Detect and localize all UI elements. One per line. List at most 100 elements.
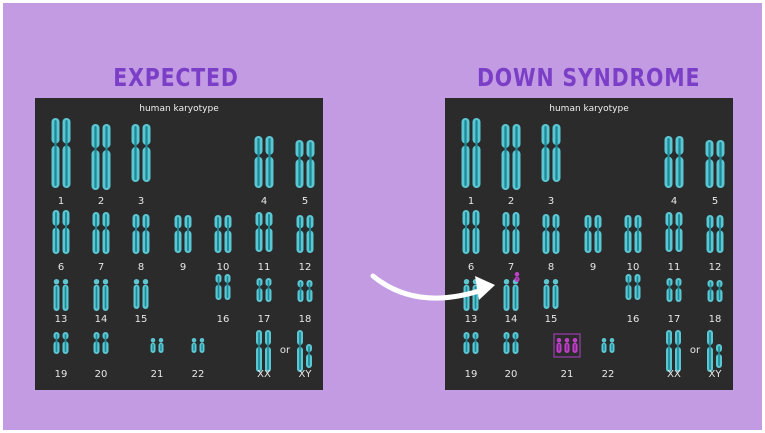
label-l9: 9 <box>180 262 186 273</box>
chromosome-10 <box>224 215 232 253</box>
label-l16: 16 <box>627 314 640 325</box>
chromosome-9 <box>184 215 192 253</box>
chromosome-4 <box>664 136 673 188</box>
label-l10: 10 <box>627 262 640 273</box>
chromosome-19 <box>463 332 470 354</box>
label-xy: XY <box>299 369 313 380</box>
label-l12: 12 <box>709 262 722 273</box>
label-l6: 6 <box>58 262 64 273</box>
label-l18: 18 <box>299 314 312 325</box>
label-l22: 22 <box>602 369 615 380</box>
chromosome-7 <box>92 212 100 254</box>
chromosome-21 <box>150 338 156 353</box>
chromosome-19 <box>53 332 60 354</box>
label-xy: XY <box>709 369 723 380</box>
label-l4: 4 <box>261 196 267 207</box>
chromosome-3 <box>142 124 151 182</box>
chromosome-1 <box>51 118 60 188</box>
chromosome-1 <box>472 118 481 188</box>
label-l17: 17 <box>668 314 681 325</box>
label-l17: 17 <box>258 314 271 325</box>
chromosome-y <box>716 344 722 368</box>
chromosome-9 <box>174 215 182 253</box>
chromosome-16 <box>625 274 632 300</box>
heading-expected: EXPECTED <box>113 63 239 92</box>
chromosome-14 <box>102 279 109 311</box>
chromosome-15 <box>133 279 140 309</box>
chromosome-14 <box>93 279 100 311</box>
label-xx: XX <box>667 369 681 380</box>
chromosome-x <box>675 330 681 372</box>
chromosome-14 <box>512 279 519 311</box>
chromosome-21 <box>158 338 164 353</box>
chromosome-8 <box>552 214 560 254</box>
chromosome-22 <box>609 338 615 353</box>
label-l9: 9 <box>590 262 596 273</box>
label-l1: 1 <box>58 196 64 207</box>
karyotype-title: human karyotype <box>139 104 219 114</box>
label-l15: 15 <box>135 314 148 325</box>
chromosome-19 <box>472 332 479 354</box>
chromosome-6 <box>52 210 60 254</box>
label-l20: 20 <box>505 369 518 380</box>
chromosome-7 <box>512 212 520 254</box>
chromosome-22 <box>199 338 205 353</box>
label-l7: 7 <box>98 262 104 273</box>
chromosome-y <box>306 344 312 368</box>
chromosome-2 <box>102 124 111 190</box>
chromosome-x <box>256 330 262 372</box>
chromosome-10 <box>624 215 632 253</box>
chromosome-18 <box>297 280 304 302</box>
chromosome-10 <box>634 215 642 253</box>
chromosome-9 <box>584 215 592 253</box>
chromosome-12 <box>706 215 714 253</box>
label-l13: 13 <box>465 314 478 325</box>
chromosome-9 <box>594 215 602 253</box>
chromosome-8 <box>142 214 150 254</box>
label-l14: 14 <box>505 314 518 325</box>
chromosome-16 <box>215 274 222 300</box>
chromosome-12 <box>306 215 314 253</box>
label-l10: 10 <box>217 262 230 273</box>
label-l16: 16 <box>217 314 230 325</box>
label-l11: 11 <box>258 262 271 273</box>
chromosome-13 <box>62 279 69 311</box>
chromosome-3 <box>541 124 550 182</box>
chromosome-11 <box>665 212 673 252</box>
label-l12: 12 <box>299 262 312 273</box>
chromosome-16 <box>634 274 641 300</box>
chromosome-x <box>707 330 713 372</box>
chromosome-3 <box>131 124 140 182</box>
label-l21: 21 <box>151 369 164 380</box>
chromosome-15 <box>543 279 550 309</box>
chromosome-5 <box>306 140 315 188</box>
label-l18: 18 <box>709 314 722 325</box>
chromosome-18 <box>716 280 723 302</box>
chromosome-14 <box>503 279 510 311</box>
label-l5: 5 <box>302 196 308 207</box>
chromosome-4 <box>675 136 684 188</box>
chromosome-6 <box>62 210 70 254</box>
chromosome-19 <box>62 332 69 354</box>
chromosome-2 <box>512 124 521 190</box>
chromosome-21 <box>564 338 570 353</box>
label-l4: 4 <box>671 196 677 207</box>
label-l13: 13 <box>55 314 68 325</box>
chromosome-5 <box>716 140 725 188</box>
label-l7: 7 <box>508 262 514 273</box>
label-l1: 1 <box>468 196 474 207</box>
chromosome-x <box>666 330 672 372</box>
extra-chromosome-fragment <box>514 272 520 282</box>
chromosome-x <box>297 330 303 372</box>
chromosome-17 <box>265 278 272 302</box>
chromosome-5 <box>705 140 714 188</box>
chromosome-2 <box>501 124 510 190</box>
chromosome-4 <box>265 136 274 188</box>
label-l8: 8 <box>548 262 554 273</box>
chromosome-7 <box>102 212 110 254</box>
chromosome-11 <box>255 212 263 252</box>
label-l3: 3 <box>138 196 144 207</box>
